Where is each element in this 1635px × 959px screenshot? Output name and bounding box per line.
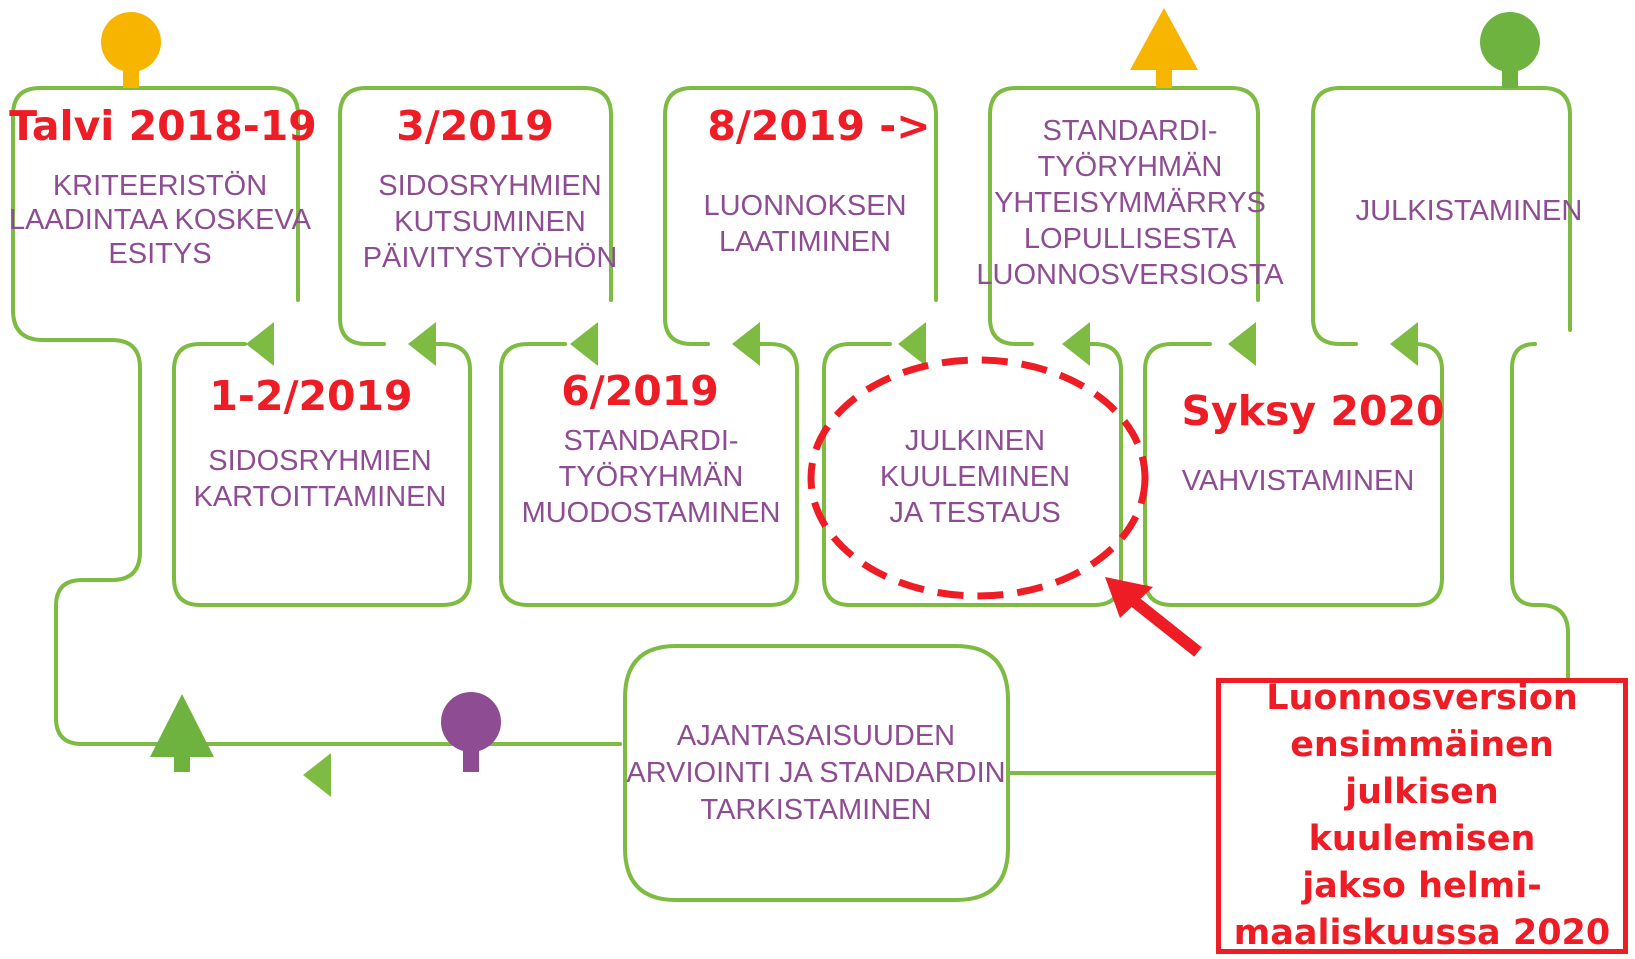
stage-label-ajantasaisuuden-arviointi: AJANTASAISUUDEN ARVIOINTI JA STANDARDIN TA… [626, 720, 1005, 826]
stage-label-julkinen-kuuleminen: JULKINEN KUULEMINEN JA TESTAUS [880, 425, 1070, 529]
arrow-left-icon [1062, 322, 1090, 366]
date-label-luonnoksen-laatiminen: 8/2019 -> [707, 102, 930, 150]
callout-line: jakso helmi- [1302, 866, 1542, 906]
stage-label-vahvistaminen: VAHVISTAMINEN [1182, 465, 1415, 497]
callout-box: Luonnosversion ensimmäinen julkisen kuul… [1216, 678, 1628, 954]
markers [101, 8, 1540, 772]
bottom-box-outline [623, 644, 1218, 902]
callout-line: Luonnosversion [1266, 678, 1578, 718]
callout-line: julkisen kuulemisen [1308, 772, 1536, 859]
stage-label-line: ARVIOINTI JA STANDARDIN [626, 757, 1005, 789]
stage-label-sidosryhmien-kutsuminen: SIDOSRYHMIEN KUTSUMINEN PÄIVITYSTYÖHÖN [363, 170, 618, 274]
callout-text: Luonnosversion ensimmäinen julkisen kuul… [1229, 675, 1615, 957]
stage-label-line: SIDOSRYHMIEN [208, 445, 431, 477]
top-box-1-outline [11, 86, 622, 746]
callout-line: ensimmäinen [1290, 725, 1554, 765]
stage-label-line: TYÖRYHMÄN [1038, 151, 1223, 183]
arrow-left-icon [732, 322, 760, 366]
arrow-left-icon [570, 322, 598, 366]
highlight-overlay [807, 356, 1202, 657]
stage-label-line: KUTSUMINEN [394, 206, 586, 238]
callout-line: maaliskuussa 2020 [1233, 913, 1611, 953]
highlight-arrow-shaft [1126, 593, 1202, 657]
stage-label-line: TARKISTAMINEN [701, 794, 932, 826]
stage-label-line: KUULEMINEN [880, 461, 1070, 493]
arrow-left-icon [303, 753, 331, 797]
stage-label-line: STANDARDI- [563, 425, 738, 457]
stage-label-line: VAHVISTAMINEN [1182, 465, 1415, 497]
date-labels: Talvi 2018-19 1-2/2019 3/2019 6/2019 8/2019 … [9, 102, 1444, 435]
date-label-tyoryhman-muodostaminen: 6/2019 [561, 367, 719, 415]
stage-label-line: YHTEISYMMÄRRYS [994, 187, 1266, 219]
stage-label-sidosryhmien-kartoittaminen: SIDOSRYHMIEN KARTOITTAMINEN [194, 445, 447, 513]
connector-lines [11, 86, 1572, 902]
arrow-left-icon [1228, 322, 1256, 366]
bottom-box-1-outline [172, 342, 472, 607]
top-box-3-outline [663, 86, 938, 346]
bottom-box-4-outline [1143, 342, 1444, 607]
bottom-box-2-outline [499, 342, 799, 607]
stage-label-line: KARTOITTAMINEN [194, 481, 447, 513]
stage-label-line: ESITYS [108, 238, 211, 270]
stage-label-line: LOPULLISESTA [1024, 223, 1237, 255]
orange-triangle-icon [1130, 8, 1198, 70]
stage-label-julkistaminen: JULKISTAMINEN [1356, 195, 1583, 227]
orange-circle-icon [101, 12, 161, 72]
top-box-2-outline [338, 86, 613, 346]
stage-label-line: AJANTASAISUUDEN [677, 720, 955, 752]
top-box-5-outline [1311, 86, 1572, 346]
green-tree-icon [150, 694, 214, 757]
top-box-4-outline [988, 86, 1260, 346]
bottom-box-3-outline [822, 342, 1123, 607]
stage-label-yhteisymmarrys: STANDARDI- TYÖRYHMÄN YHTEISYMMÄRRYS LOPULLI… [976, 115, 1284, 291]
right-return-line [1510, 342, 1570, 680]
stage-label-line: JULKISTAMINEN [1356, 195, 1583, 227]
stage-label-line: PÄIVITYSTYÖHÖN [363, 242, 618, 274]
arrow-left-icon [898, 322, 926, 366]
arrow-left-icon [408, 322, 436, 366]
green-circle-icon [1480, 12, 1540, 72]
stage-label-luonnoksen-laatiminen: LUONNOKSEN LAATIMINEN [703, 190, 906, 258]
stage-label-tyoryhman-muodostaminen: STANDARDI- TYÖRYHMÄN MUODOSTAMINEN [522, 425, 781, 529]
date-label-kriteeriston: Talvi 2018-19 [9, 102, 317, 150]
purple-circle-icon [441, 692, 501, 752]
stage-label-line: SIDOSRYHMIEN [378, 170, 601, 202]
flow-arrows [246, 322, 1418, 797]
stage-label-line: STANDARDI- [1042, 115, 1217, 147]
highlight-arrow-head-icon [1105, 577, 1153, 618]
date-label-vahvistaminen: Syksy 2020 [1181, 387, 1444, 435]
stage-label-line: JA TESTAUS [889, 497, 1060, 529]
stage-label-line: LUONNOKSEN [703, 190, 906, 222]
highlight-ellipse [807, 356, 1149, 600]
stage-label-line: KRITEERISTÖN [53, 170, 267, 202]
stage-label-line: JULKINEN [905, 425, 1045, 457]
stage-label-line: LAADINTAA KOSKEVA [9, 204, 312, 236]
arrow-left-icon [246, 322, 274, 366]
date-label-sidosryhmien-kartoittaminen: 1-2/2019 [209, 372, 412, 420]
arrow-left-icon [1390, 322, 1418, 366]
stage-label-line: LAATIMINEN [719, 226, 891, 258]
stage-label-line: LUONNOSVERSIOSTA [976, 259, 1284, 291]
stage-label-line: MUODOSTAMINEN [522, 497, 781, 529]
stage-label-line: TYÖRYHMÄN [559, 461, 744, 493]
date-label-sidosryhmien-kutsuminen: 3/2019 [396, 102, 554, 150]
